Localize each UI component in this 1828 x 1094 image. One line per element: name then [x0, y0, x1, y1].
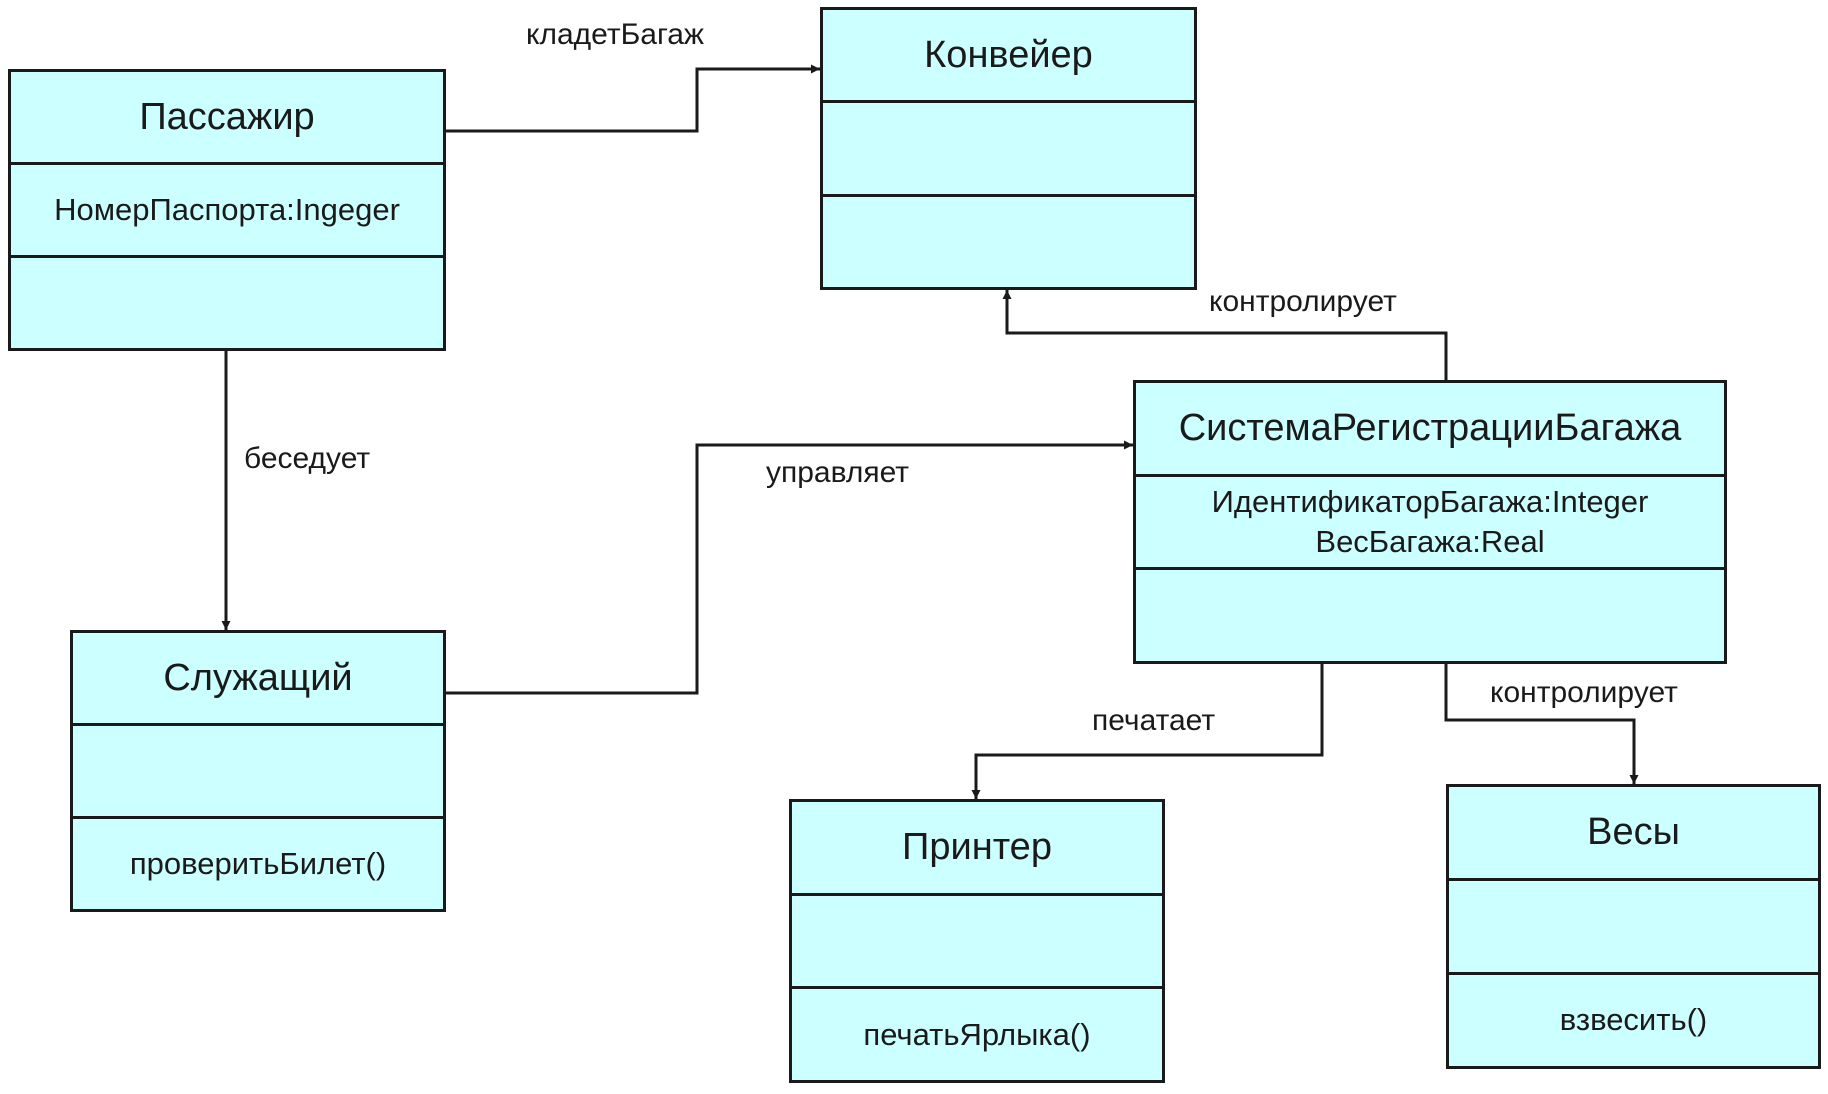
class-baggage-system-name: СистемаРегистрацииБагажа [1178, 406, 1682, 449]
class-passenger-attribute: НомерПаспорта:Ingeger [54, 191, 400, 227]
class-passenger-name: Пассажир [139, 95, 315, 138]
class-employee-operation: проверитьБилет() [129, 845, 387, 881]
class-printer-operation: печатьЯрлыка() [863, 1016, 1091, 1052]
association-label-talks-to: беседует [244, 442, 371, 475]
class-scales-operations: взвесить() [1449, 972, 1818, 1066]
class-printer-operations: печатьЯрлыка() [792, 986, 1162, 1080]
class-scales-attributes [1449, 878, 1818, 972]
class-printer[interactable]: Принтер печатьЯрлыка() [789, 799, 1165, 1083]
class-baggage-system-attribute: ВесБагажа:Real [1315, 524, 1545, 559]
class-baggage-system-name-section: СистемаРегистрацииБагажа [1136, 383, 1724, 474]
class-conveyor-name-section: Конвейер [823, 10, 1194, 100]
association-label-manages: управляет [766, 456, 910, 489]
class-employee-name-section: Служащий [73, 633, 443, 723]
class-conveyor[interactable]: Конвейер [820, 7, 1197, 290]
class-scales-name: Весы [1587, 811, 1680, 853]
class-scales[interactable]: Весы взвесить() [1446, 784, 1821, 1069]
class-employee[interactable]: Служащий проверитьБилет() [70, 630, 446, 912]
association-line-controls-scales [1444, 664, 1639, 784]
class-printer-name: Принтер [902, 825, 1052, 868]
association-line-manages [446, 440, 1133, 695]
class-scales-operation: взвесить() [1559, 1002, 1708, 1038]
class-baggage-system-attribute: ИдентификаторБагажа:Integer [1211, 483, 1649, 519]
class-scales-name-section: Весы [1449, 787, 1818, 878]
class-employee-operations: проверитьБилет() [73, 816, 443, 909]
association-line-puts-baggage [446, 64, 820, 133]
class-printer-attributes [792, 892, 1162, 987]
class-printer-name-section: Принтер [792, 802, 1162, 893]
class-employee-name: Служащий [163, 656, 353, 699]
class-baggage-system-attributes: ИдентификаторБагажа:Integer ВесБагажа:Re… [1136, 473, 1724, 568]
association-line-controls-conveyor [1002, 290, 1448, 380]
association-label-controls-scales: контролирует [1490, 676, 1678, 709]
association-label-controls-conveyor: контролирует [1209, 285, 1397, 318]
class-baggage-system-operations [1136, 567, 1724, 661]
association-label-puts-baggage: кладетБагаж [526, 18, 704, 51]
association-label-prints: печатает [1092, 704, 1216, 737]
class-baggage-system[interactable]: СистемаРегистрацииБагажа ИдентификаторБа… [1133, 380, 1727, 664]
class-conveyor-attributes [823, 100, 1194, 193]
class-conveyor-name: Конвейер [924, 33, 1093, 76]
class-passenger-name-section: Пассажир [11, 72, 443, 162]
class-passenger[interactable]: Пассажир НомерПаспорта:Ingeger [8, 69, 446, 351]
class-passenger-operations [11, 255, 443, 348]
association-line-prints [971, 664, 1324, 799]
class-conveyor-operations [823, 193, 1194, 287]
class-employee-attributes [73, 723, 443, 816]
class-passenger-attributes: НомерПаспорта:Ingeger [11, 162, 443, 255]
